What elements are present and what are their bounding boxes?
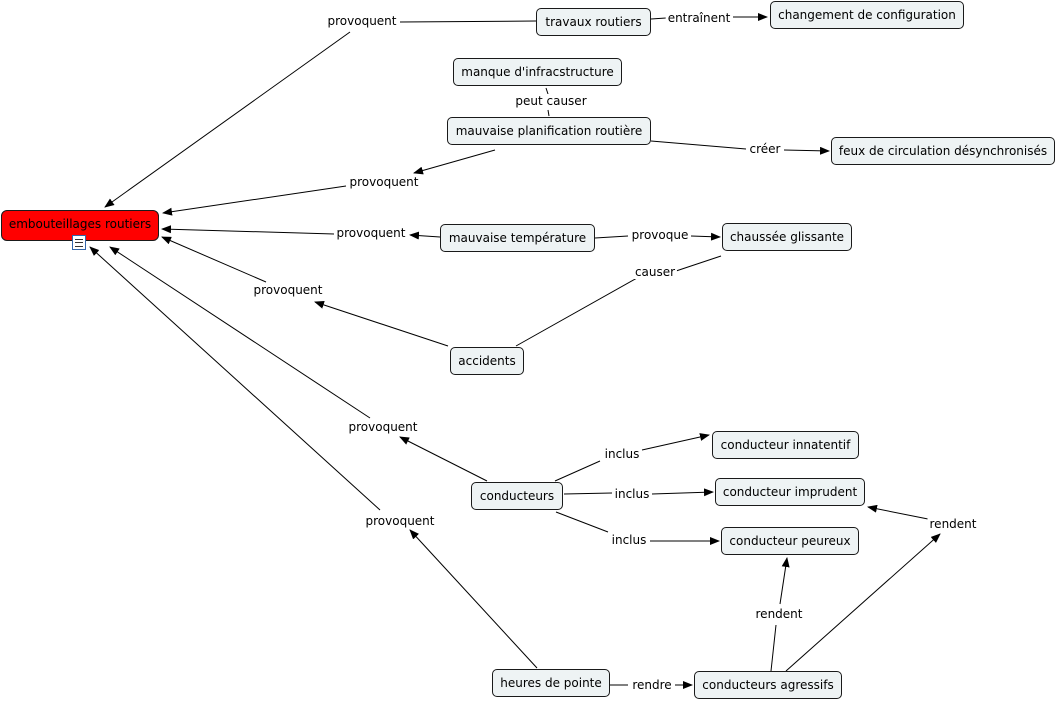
concept-label: conducteurs — [479, 489, 555, 503]
link-label-entrainent[interactable]: entraînent — [665, 11, 733, 25]
connector-label-to-root-from-temperature — [161, 225, 335, 235]
concept-label: heures de pointe — [500, 676, 602, 690]
connector-conducteurs-to-inclus2 — [563, 492, 613, 495]
concept-conducteur-imprudent[interactable]: conducteur imprudent — [715, 478, 865, 506]
concept-label: travaux routiers — [545, 15, 642, 29]
connector-inclus2-to-imprudent — [651, 488, 714, 497]
concept-label: conducteur imprudent — [722, 485, 858, 499]
link-label-provoquent[interactable]: provoquent — [325, 14, 399, 28]
link-label-inclus[interactable]: inclus — [609, 533, 649, 547]
connector-label-to-root-from-pointe — [89, 246, 381, 511]
connector-travaux-to-entrainent — [650, 17, 667, 20]
concept-manque-infrastructure[interactable]: manque d'infracstructure — [453, 58, 622, 86]
connector-rendent1-to-peureux — [779, 557, 790, 605]
concept-feux-desynchronises[interactable]: feux de circulation désynchronisés — [831, 137, 1055, 165]
connector-peut-causer-top — [545, 87, 549, 95]
concept-label: chaussée glissante — [729, 230, 845, 244]
concept-mauvaise-planification[interactable]: mauvaise planification routière — [447, 117, 651, 145]
connector-temperature-to-label — [409, 231, 441, 240]
connector-label-to-root-from-travaux — [104, 31, 351, 208]
connector-inclus1-to-innatentif — [641, 433, 710, 451]
connector-creer-to-feux — [783, 146, 830, 155]
link-label-rendent[interactable]: rendent — [753, 607, 805, 621]
connector-agressifs-to-rendent2 — [785, 533, 941, 672]
link-label-provoquent[interactable]: provoquent — [347, 175, 421, 189]
concept-label: conducteur innatentif — [720, 438, 851, 452]
connector-temperature-to-provoque — [594, 235, 629, 239]
document-icon[interactable] — [72, 235, 86, 250]
concept-label: accidents — [458, 354, 516, 368]
connector-causer-to-accidents — [515, 277, 638, 347]
concept-label: conducteur peureux — [729, 534, 851, 548]
connector-planif-to-label — [413, 149, 496, 175]
concept-conducteurs[interactable]: conducteurs — [471, 482, 563, 510]
link-label-inclus[interactable]: inclus — [602, 447, 642, 461]
concept-chaussee-glissante[interactable]: chaussée glissante — [722, 223, 852, 251]
connector-pointe-to-label — [409, 529, 538, 669]
connector-peut-causer-bottom — [547, 109, 550, 117]
link-label-provoquent[interactable]: provoquent — [346, 420, 420, 434]
concept-travaux-routiers[interactable]: travaux routiers — [536, 8, 651, 36]
link-label-provoquent[interactable]: provoquent — [334, 226, 408, 240]
link-label-provoquent[interactable]: provoquent — [251, 283, 325, 297]
concept-label: conducteurs agressifs — [702, 678, 834, 692]
link-label-causer[interactable]: causer — [632, 265, 678, 279]
link-label-rendent[interactable]: rendent — [927, 517, 979, 531]
link-label-provoque[interactable]: provoque — [629, 228, 691, 242]
connector-rendent2-to-imprudent — [867, 504, 929, 520]
connector-travaux-to-label — [399, 20, 537, 23]
connector-conducteurs-to-inclus1 — [554, 460, 601, 482]
concept-conducteur-peureux[interactable]: conducteur peureux — [721, 527, 859, 555]
connector-label-to-root-from-planif — [162, 185, 347, 216]
concept-conducteur-innatentif[interactable]: conducteur innatentif — [712, 431, 859, 459]
concept-label: feux de circulation désynchronisés — [838, 144, 1048, 158]
connector-conducteurs-to-inclus3 — [555, 511, 609, 533]
link-label-provoquent[interactable]: provoquent — [363, 514, 437, 528]
concept-root-label: embouteillages routiers — [8, 217, 152, 231]
link-label-inclus[interactable]: inclus — [612, 487, 652, 501]
connector-conducteurs-to-label — [399, 436, 488, 482]
connector-planif-to-creer — [650, 140, 747, 150]
concept-changement-configuration[interactable]: changement de configuration — [770, 1, 964, 29]
concept-label: changement de configuration — [778, 8, 956, 22]
connector-accidents-to-label — [314, 301, 449, 347]
concept-accidents[interactable]: accidents — [450, 347, 524, 375]
connector-label-to-root-from-conducteurs — [109, 246, 371, 419]
connector-agressifs-to-rendent1 — [770, 624, 777, 672]
link-label-peut-causer[interactable]: peut causer — [513, 94, 589, 108]
concept-conducteurs-agressifs[interactable]: conducteurs agressifs — [694, 671, 842, 699]
connector-label-to-root-from-accidents — [161, 236, 267, 283]
link-label-rendre[interactable]: rendre — [630, 678, 674, 692]
concept-label: manque d'infracstructure — [461, 65, 614, 79]
connector-provoque-to-chaussee — [690, 232, 721, 241]
concept-label: mauvaise planification routière — [455, 124, 643, 138]
concept-label: mauvaise température — [448, 231, 587, 245]
concept-heures-de-pointe[interactable]: heures de pointe — [492, 669, 610, 697]
concept-mauvaise-temperature[interactable]: mauvaise température — [440, 224, 595, 252]
link-label-creer[interactable]: créer — [747, 142, 783, 156]
connector-chaussee-to-causer — [669, 255, 722, 274]
